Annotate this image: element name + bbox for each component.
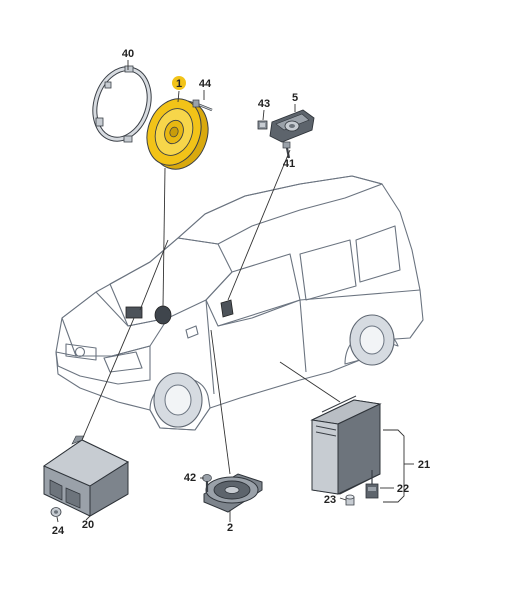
callout-labels: 40 1 44 43 5 41 42 2 20 24 23 21 22 (52, 48, 430, 537)
callout-5: 5 (292, 92, 298, 104)
part-1-speaker-highlighted (146, 98, 209, 170)
vehicle-van (55, 175, 424, 431)
part-24-nut (50, 507, 62, 517)
part-43-clip (257, 120, 268, 130)
callout-20: 20 (82, 519, 94, 531)
part-40-mounting-ring (92, 65, 152, 143)
callout-40: 40 (122, 48, 134, 60)
part-2-woofer (203, 473, 263, 513)
callout-2: 2 (227, 522, 233, 534)
callout-44: 44 (199, 78, 212, 90)
part-44-screw (192, 99, 213, 112)
callout-1: 1 (176, 78, 182, 90)
part-23-cap (345, 494, 355, 506)
callout-43: 43 (258, 98, 270, 110)
part-41-screw (282, 141, 291, 159)
callout-21: 21 (418, 459, 430, 471)
callout-41: 41 (283, 158, 295, 170)
callout-42: 42 (184, 472, 196, 484)
part-20-control-unit (42, 435, 130, 517)
callout-24: 24 (52, 525, 65, 537)
part-5-tweeter (269, 109, 315, 143)
callout-1-highlight (172, 76, 186, 90)
leader-lines (56, 60, 414, 523)
part-21-amplifier (310, 395, 382, 495)
callout-23: 23 (324, 494, 336, 506)
part-22-connector (365, 470, 379, 499)
callout-22: 22 (397, 483, 409, 495)
